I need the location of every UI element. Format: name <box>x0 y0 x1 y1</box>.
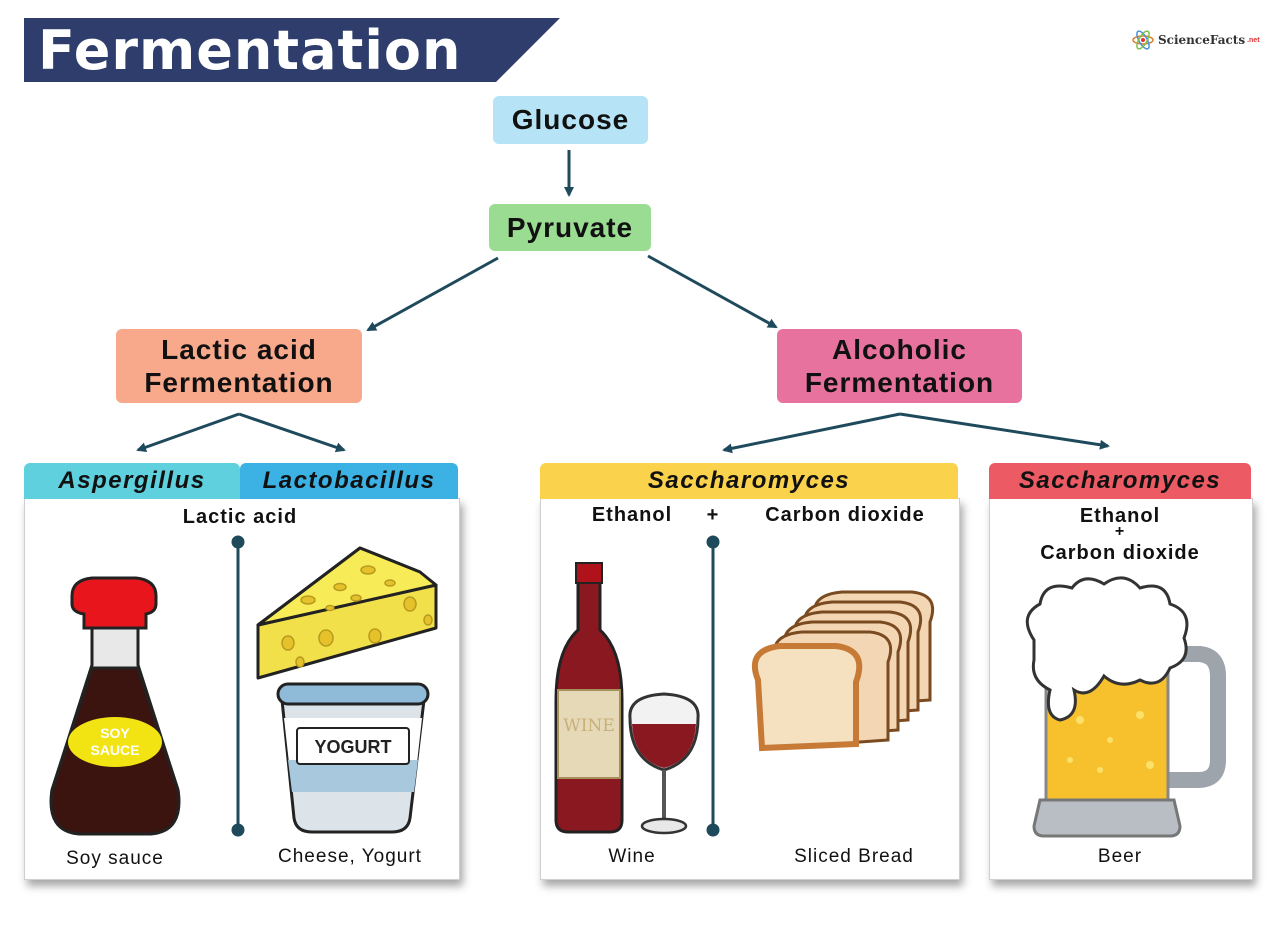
arrow-pyruvate-alcoholic <box>647 254 778 329</box>
divider-line-2 <box>706 535 720 837</box>
glucose-label: Glucose <box>511 104 630 135</box>
aspergillus-tab: Aspergillus <box>24 463 240 499</box>
yogurt-label-text: YOGURT <box>314 737 391 757</box>
soy-sauce-caption: Soy sauce <box>66 848 164 869</box>
arrow-lactic-lactobacillus <box>238 412 346 453</box>
logo-suffix: .net <box>1247 36 1260 44</box>
wine-glass-icon <box>628 692 700 835</box>
divider-line-1 <box>231 535 245 837</box>
saccharomyces-label-2: Saccharomyces <box>1018 467 1222 494</box>
yogurt-cup-icon: YOGURT <box>276 682 430 834</box>
beer-plus-sign: + <box>1114 523 1126 540</box>
lactic-acid-product: Lactic acid <box>182 506 298 528</box>
wine-caption: Wine <box>608 846 656 867</box>
alcoholic-line-1: Alcoholic <box>831 334 967 365</box>
lactic-acid-fermentation-node: Lactic acid Fermentation <box>116 329 362 403</box>
glucose-node: Glucose <box>493 96 648 144</box>
plus-sign: + <box>706 504 720 526</box>
sliced-bread-icon <box>751 590 935 752</box>
beer-co2-product: Carbon dioxide <box>1040 542 1200 564</box>
logo-text: ScienceFacts <box>1158 33 1246 47</box>
sciencefacts-logo: ScienceFacts .net <box>1132 28 1260 52</box>
beer-ethanol-product: Ethanol <box>1079 505 1161 527</box>
arrow-alcoholic-beer <box>899 412 1110 450</box>
pyruvate-node: Pyruvate <box>489 204 651 251</box>
cheese-yogurt-caption: Cheese, Yogurt <box>278 846 422 867</box>
lactic-line-2: Fermentation <box>144 367 334 398</box>
lactic-line-1: Lactic acid <box>161 334 317 365</box>
alcoholic-line-2: Fermentation <box>804 367 995 398</box>
sliced-bread-caption: Sliced Bread <box>794 846 914 867</box>
aspergillus-label: Aspergillus <box>58 467 206 494</box>
lactobacillus-label: Lactobacillus <box>262 467 436 494</box>
saccharomyces-label-1: Saccharomyces <box>647 467 851 494</box>
wine-label-text: WINE <box>563 716 614 736</box>
alcoholic-fermentation-node: Alcoholic Fermentation <box>777 329 1022 403</box>
soy-label-line-2: SAUCE <box>90 742 139 758</box>
arrow-pyruvate-lactic <box>366 256 499 332</box>
beer-mug-icon <box>1025 576 1226 838</box>
arrow-lactic-aspergillus <box>136 412 240 453</box>
wine-bottle-icon: WINE <box>554 562 624 834</box>
saccharomyces-tab-1: Saccharomyces <box>540 463 958 499</box>
cheese-icon <box>256 546 438 680</box>
soy-sauce-bottle-icon: SOY SAUCE <box>49 576 181 836</box>
arrow-alcoholic-wine-bread <box>722 412 901 454</box>
ethanol-product: Ethanol <box>591 504 673 526</box>
lactobacillus-tab: Lactobacillus <box>240 463 458 499</box>
carbon-dioxide-product: Carbon dioxide <box>765 504 925 526</box>
beer-caption: Beer <box>1097 846 1143 867</box>
page-title: Fermentation <box>38 19 462 82</box>
soy-label-line-1: SOY <box>100 725 130 741</box>
pyruvate-label: Pyruvate <box>506 211 634 243</box>
saccharomyces-tab-2: Saccharomyces <box>989 463 1251 499</box>
atom-icon <box>1132 30 1154 50</box>
